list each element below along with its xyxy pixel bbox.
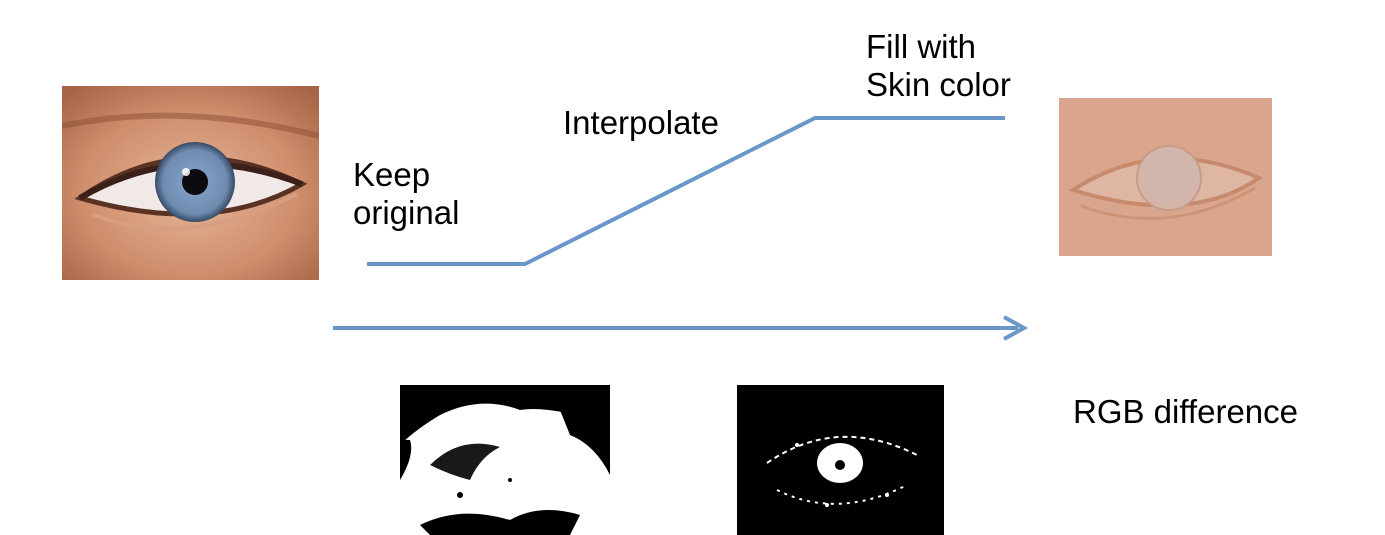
skin-filled-eye-image (1059, 98, 1272, 256)
original-eye-image (62, 86, 319, 280)
label-fill-skin-color: Fill with Skin color (866, 28, 1011, 104)
label-rgb-difference: RGB difference (1073, 393, 1298, 431)
label-keep-original: Keep original (353, 156, 459, 232)
label-interpolate: Interpolate (563, 104, 719, 142)
binary-mask-right-image (737, 385, 944, 535)
binary-mask-left-image (400, 385, 610, 535)
